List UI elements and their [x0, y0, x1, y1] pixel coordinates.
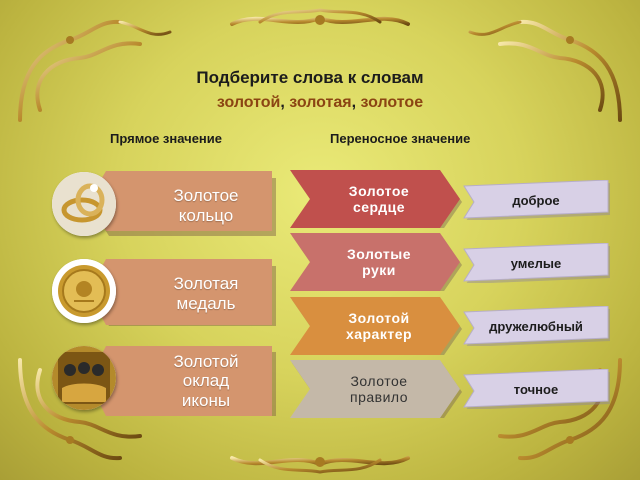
- answer-ribbon-skillful[interactable]: умелые: [462, 243, 610, 283]
- slide-title: Подберите слова к словам золотой, золота…: [0, 68, 640, 112]
- answer-label: точное: [513, 381, 559, 397]
- direct-item-shape: [88, 171, 276, 236]
- direct-item-label: Золотое кольцо: [173, 186, 239, 225]
- answer-label: дружелюбный: [489, 318, 583, 334]
- ribbon-shape: [463, 243, 610, 283]
- ribbon-shape: [463, 180, 610, 220]
- figurative-item-heart[interactable]: Золотое сердце: [290, 170, 462, 228]
- direct-item-label: Золотая медаль: [173, 274, 239, 313]
- column-header-direct: Прямое значение: [110, 131, 222, 146]
- answer-ribbon-precise[interactable]: точное: [462, 369, 610, 409]
- title-comma: ,: [351, 94, 357, 111]
- figurative-item-label: Золотое сердце: [348, 182, 410, 215]
- title-instruction: Подберите слова к словам: [196, 68, 424, 87]
- ribbon-shape: [463, 306, 610, 346]
- figurative-item-rule[interactable]: Золотое правило: [290, 360, 462, 418]
- figurative-item-label: Золотое правило: [349, 372, 409, 405]
- title-comma: ,: [280, 94, 285, 111]
- figurative-item-character[interactable]: Золотой характер: [290, 297, 462, 355]
- chevron-shape: [290, 233, 462, 291]
- answer-ribbon-friendly[interactable]: дружелюбный: [462, 306, 610, 346]
- chevron-shape: [290, 297, 462, 355]
- direct-item-label: Золотой оклад иконы: [173, 351, 239, 410]
- title-target-words: золотой, золотая, золотое: [0, 94, 640, 112]
- chevron-shape: [290, 170, 462, 228]
- figurative-item-hands[interactable]: Золотые руки: [290, 233, 462, 291]
- figurative-item-label: Золотой характер: [345, 309, 413, 342]
- answer-label: умелые: [510, 255, 562, 271]
- direct-item-shape: [88, 346, 276, 416]
- answer-ribbon-kind[interactable]: доброе: [462, 180, 610, 220]
- direct-item-medal[interactable]: Золотая медаль: [86, 259, 276, 329]
- title-word-zolotaya: золотая: [289, 94, 352, 111]
- answer-label: доброе: [512, 192, 560, 208]
- column-header-figurative: Переносное значение: [330, 131, 471, 146]
- icon-frame-icon: [52, 346, 116, 410]
- ring-icon: [52, 172, 116, 236]
- chevron-shape: [290, 360, 462, 418]
- direct-item-icon-frame[interactable]: Золотой оклад иконы: [86, 346, 276, 416]
- direct-item-shape: [88, 259, 276, 326]
- ribbon-shape: [463, 369, 610, 409]
- figurative-item-label: Золотые руки: [347, 245, 411, 278]
- title-word-zolotoe: золотое: [360, 94, 424, 111]
- title-word-zolotoy: золотой: [216, 94, 281, 111]
- direct-item-ring[interactable]: Золотое кольцо: [86, 171, 276, 241]
- medal-icon: [52, 259, 116, 323]
